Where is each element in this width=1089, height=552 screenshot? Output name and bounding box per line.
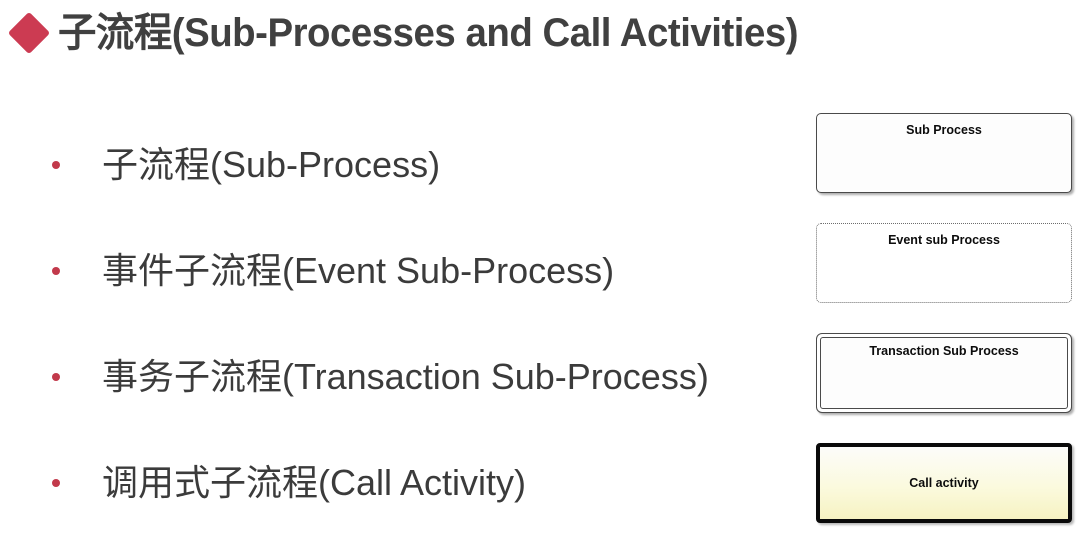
list-item: 调用式子流程(Call Activity) <box>40 430 800 536</box>
diamond-bullet-icon <box>7 11 51 55</box>
list-item-label: 事务子流程(Transaction Sub-Process) <box>102 356 709 398</box>
bpmn-transaction-sub-process-label: Transaction Sub Process <box>869 344 1019 358</box>
bpmn-shape-slot: Call activity <box>816 442 1072 552</box>
list-item-label: 子流程(Sub-Process) <box>102 144 441 186</box>
bullet-dot-icon <box>52 267 60 275</box>
list-item: 事务子流程(Transaction Sub-Process) <box>40 324 800 430</box>
bullet-dot-icon <box>52 161 60 169</box>
list-item-label: 事件子流程(Event Sub-Process) <box>102 250 615 292</box>
list-item-label: 调用式子流程(Call Activity) <box>102 462 527 504</box>
page-title: 子流程(Sub-Processes and Call Activities) <box>7 11 829 55</box>
bpmn-shape-slot: Event sub Process <box>816 222 1072 332</box>
bullet-dot-icon <box>52 373 60 381</box>
bpmn-transaction-inner-border: Transaction Sub Process <box>820 337 1068 409</box>
bpmn-sub-process-shape: Sub Process <box>816 113 1072 193</box>
bpmn-call-activity-shape: Call activity <box>816 443 1072 523</box>
bullet-list: 子流程(Sub-Process) 事件子流程(Event Sub-Process… <box>40 112 800 536</box>
bpmn-shape-slot: Transaction Sub Process <box>816 332 1072 442</box>
list-item: 子流程(Sub-Process) <box>40 112 800 218</box>
bpmn-transaction-sub-process-shape: Transaction Sub Process <box>816 333 1072 413</box>
bpmn-shape-slot: Sub Process <box>816 112 1072 222</box>
bpmn-call-activity-label: Call activity <box>909 476 979 490</box>
list-item: 事件子流程(Event Sub-Process) <box>40 218 800 324</box>
bpmn-shape-column: Sub Process Event sub Process Transactio… <box>816 112 1072 552</box>
bpmn-event-sub-process-shape: Event sub Process <box>816 223 1072 303</box>
bullet-dot-icon <box>52 479 60 487</box>
page-title-text: 子流程(Sub-Processes and Call Activities) <box>58 11 799 55</box>
bpmn-event-sub-process-label: Event sub Process <box>888 233 1000 247</box>
bpmn-sub-process-label: Sub Process <box>906 123 982 137</box>
